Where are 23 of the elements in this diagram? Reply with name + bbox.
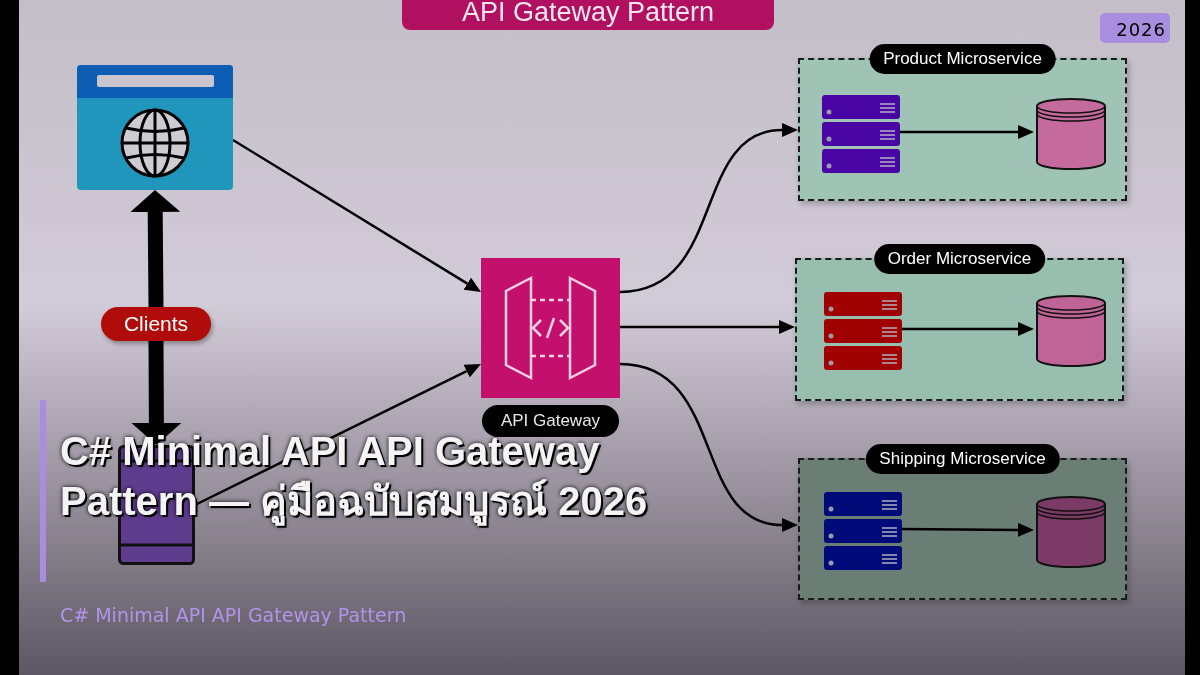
arrow xyxy=(900,322,1034,336)
browser-window-icon xyxy=(77,65,233,190)
client-tag: Clients xyxy=(101,307,211,341)
arrow xyxy=(898,125,1034,139)
database-cylinder xyxy=(1036,98,1106,170)
server-rack-icon xyxy=(822,95,900,173)
arrow xyxy=(900,522,1034,537)
group-label: Order Microservice xyxy=(873,244,1046,274)
title-banner: API Gateway Pattern xyxy=(402,0,774,30)
arrow xyxy=(619,123,798,294)
node-label: API Gateway xyxy=(482,405,619,437)
block-arrow xyxy=(130,190,181,308)
arrow xyxy=(619,362,798,532)
group-label: Shipping Microservice xyxy=(865,444,1060,474)
database-cylinder xyxy=(1036,295,1106,367)
group-label: Product Microservice xyxy=(869,44,1056,74)
server-rack-icon xyxy=(824,492,902,570)
article-subtitle: C# Minimal API API Gateway Pattern xyxy=(60,604,408,626)
arrow xyxy=(620,320,795,334)
arrow xyxy=(232,138,481,292)
year-badge: 2026 xyxy=(1100,13,1170,43)
server-rack-icon xyxy=(824,292,902,370)
database-cylinder xyxy=(1036,496,1106,568)
